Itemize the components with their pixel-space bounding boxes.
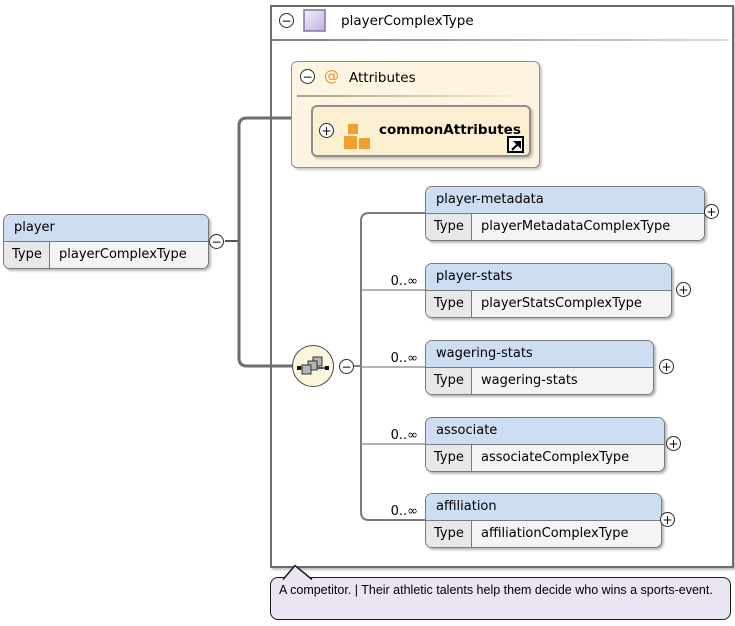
expand-glyph: + xyxy=(661,359,672,374)
collapse-glyph: − xyxy=(211,234,222,249)
attribute-group-box[interactable]: commonAttributes xyxy=(311,105,531,157)
expand-glyph: + xyxy=(321,123,332,138)
type-value: associateComplexType xyxy=(472,445,664,471)
complex-type-icon xyxy=(303,9,326,32)
type-label: Type xyxy=(426,368,472,394)
element-box[interactable]: affiliation Type affiliationComplexType xyxy=(425,493,662,548)
link-arrow-icon[interactable] xyxy=(507,136,524,153)
attribute-group-icon xyxy=(344,124,370,149)
type-value: playerMetadataComplexType xyxy=(472,214,704,240)
collapse-glyph: − xyxy=(341,359,352,374)
type-value: wagering-stats xyxy=(472,368,653,394)
collapse-icon[interactable]: − xyxy=(209,234,224,249)
type-label: Type xyxy=(4,242,50,268)
expand-glyph: + xyxy=(668,436,679,451)
expand-icon[interactable]: + xyxy=(666,436,681,451)
element-box[interactable]: associate Type associateComplexType xyxy=(425,417,665,472)
type-value: playerComplexType xyxy=(50,242,208,268)
expand-glyph: + xyxy=(678,282,689,297)
annotation-box: A competitor. | Their athletic talents h… xyxy=(270,577,731,620)
attributes-title: Attributes xyxy=(349,70,416,86)
collapse-glyph: − xyxy=(302,69,313,84)
attribute-group-name: commonAttributes xyxy=(379,122,521,138)
type-label: Type xyxy=(426,214,472,240)
header-separator xyxy=(271,39,729,41)
element-type-row: Type playerMetadataComplexType xyxy=(426,214,704,240)
type-label: Type xyxy=(426,291,472,317)
element-box[interactable]: player-stats Type playerStatsComplexType xyxy=(425,263,672,318)
expand-icon[interactable]: + xyxy=(704,204,719,219)
expand-icon[interactable]: + xyxy=(319,123,334,138)
element-box[interactable]: player-metadata Type playerMetadataCompl… xyxy=(425,186,705,241)
element-type-row: Type affiliationComplexType xyxy=(426,521,661,547)
type-label: Type xyxy=(426,445,472,471)
at-icon: @ xyxy=(324,67,339,85)
element-name[interactable]: player-stats xyxy=(426,264,671,291)
cardinality-label: 0..∞ xyxy=(390,428,418,443)
attributes-separator xyxy=(297,95,529,97)
cardinality-label: 0..∞ xyxy=(390,504,418,519)
element-type-row: Type wagering-stats xyxy=(426,368,653,394)
annotation-text: A competitor. | Their athletic talents h… xyxy=(279,583,713,597)
expand-glyph: + xyxy=(706,204,717,219)
expand-icon[interactable]: + xyxy=(676,282,691,297)
element-name[interactable]: affiliation xyxy=(426,494,661,521)
expand-icon[interactable]: + xyxy=(659,359,674,374)
element-type-row: Type playerStatsComplexType xyxy=(426,291,671,317)
cardinality-label: 0..∞ xyxy=(390,274,418,289)
element-type-row: Type associateComplexType xyxy=(426,445,664,471)
element-name[interactable]: player xyxy=(4,215,208,242)
expand-icon[interactable]: + xyxy=(660,512,675,527)
element-type-row: Type playerComplexType xyxy=(4,242,208,268)
element-box[interactable]: wagering-stats Type wagering-stats xyxy=(425,340,654,395)
annotation-callout xyxy=(282,564,313,581)
type-label: Type xyxy=(426,521,472,547)
element-name[interactable]: wagering-stats xyxy=(426,341,653,368)
type-value: affiliationComplexType xyxy=(472,521,661,547)
complex-type-title: playerComplexType xyxy=(341,13,474,29)
type-value: playerStatsComplexType xyxy=(472,291,671,317)
collapse-icon[interactable]: − xyxy=(279,13,294,28)
collapse-icon[interactable]: − xyxy=(339,359,354,374)
collapse-icon[interactable]: − xyxy=(300,69,315,84)
expand-glyph: + xyxy=(662,512,673,527)
collapse-glyph: − xyxy=(281,13,292,28)
root-element-box[interactable]: player Type playerComplexType xyxy=(3,214,209,269)
cardinality-label: 0..∞ xyxy=(390,351,418,366)
element-name[interactable]: associate xyxy=(426,418,664,445)
sequence-icon[interactable] xyxy=(292,345,334,387)
element-name[interactable]: player-metadata xyxy=(426,187,704,214)
